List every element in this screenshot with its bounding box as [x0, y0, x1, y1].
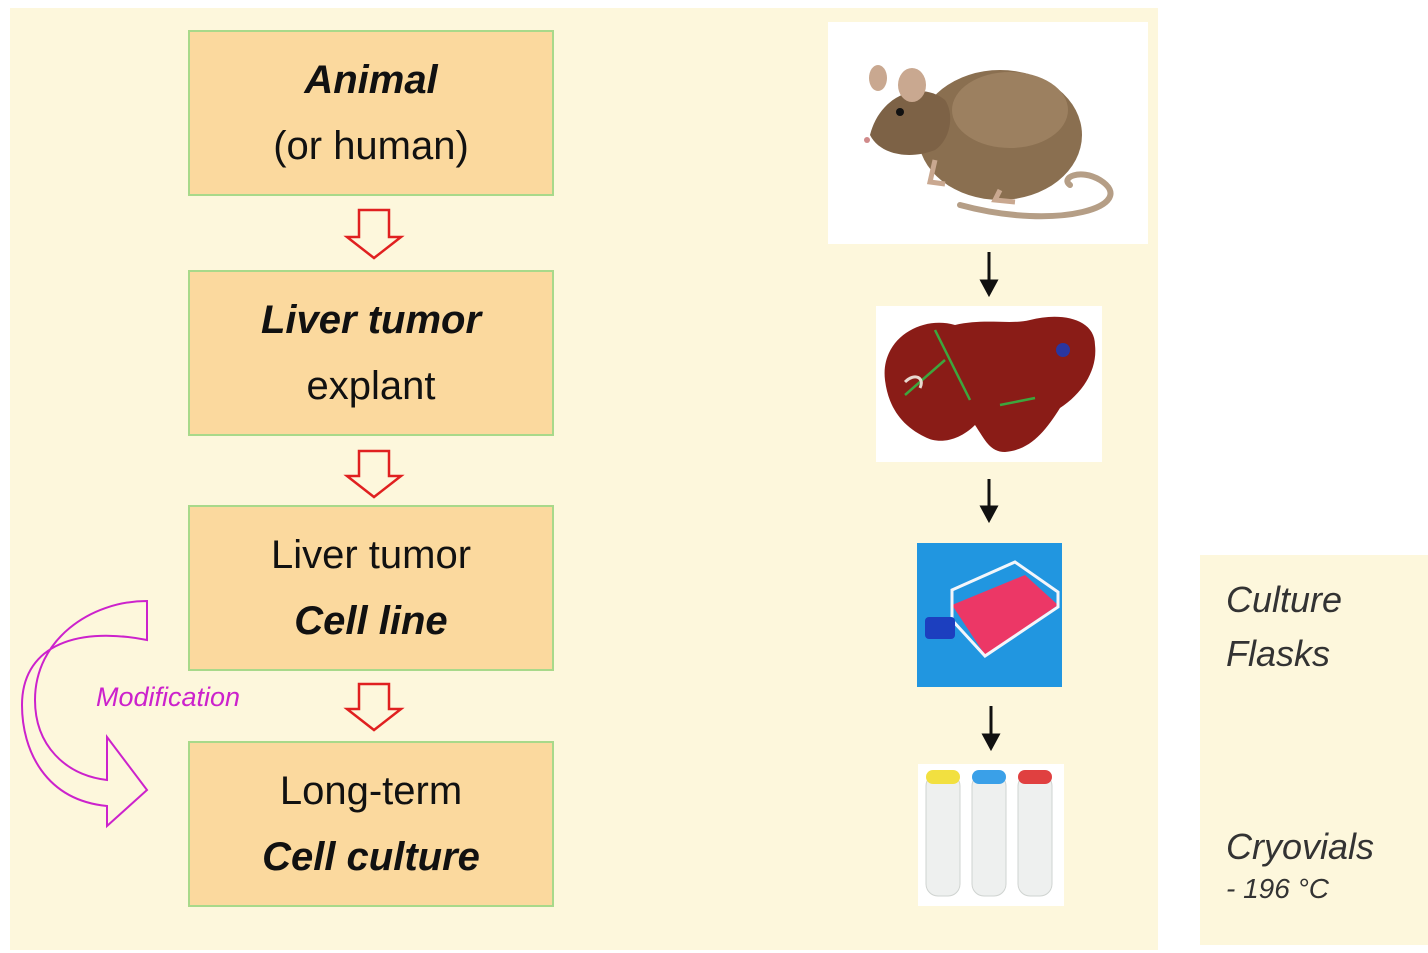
- cryovials-label: Cryovials: [1226, 820, 1374, 874]
- culture-label-line1: Culture: [1226, 573, 1342, 627]
- modification-label: Modification: [96, 682, 240, 713]
- image-arrow-3-icon: [984, 706, 998, 748]
- image-arrow-2-icon: [982, 479, 996, 520]
- liver-image: [876, 306, 1102, 462]
- rat-image: [828, 22, 1148, 244]
- culture-label-line2: Flasks: [1226, 627, 1330, 681]
- modification-arrow-icon: [22, 601, 147, 826]
- culture-flask-image: [917, 543, 1062, 687]
- arrow-down-2-icon: [347, 451, 401, 497]
- image-arrow-1-icon: [982, 252, 996, 294]
- arrow-down-1-icon: [347, 210, 401, 258]
- cryovials-temperature: - 196 °C: [1226, 873, 1329, 905]
- arrow-down-3-icon: [347, 684, 401, 730]
- cryovials-image: [918, 764, 1064, 906]
